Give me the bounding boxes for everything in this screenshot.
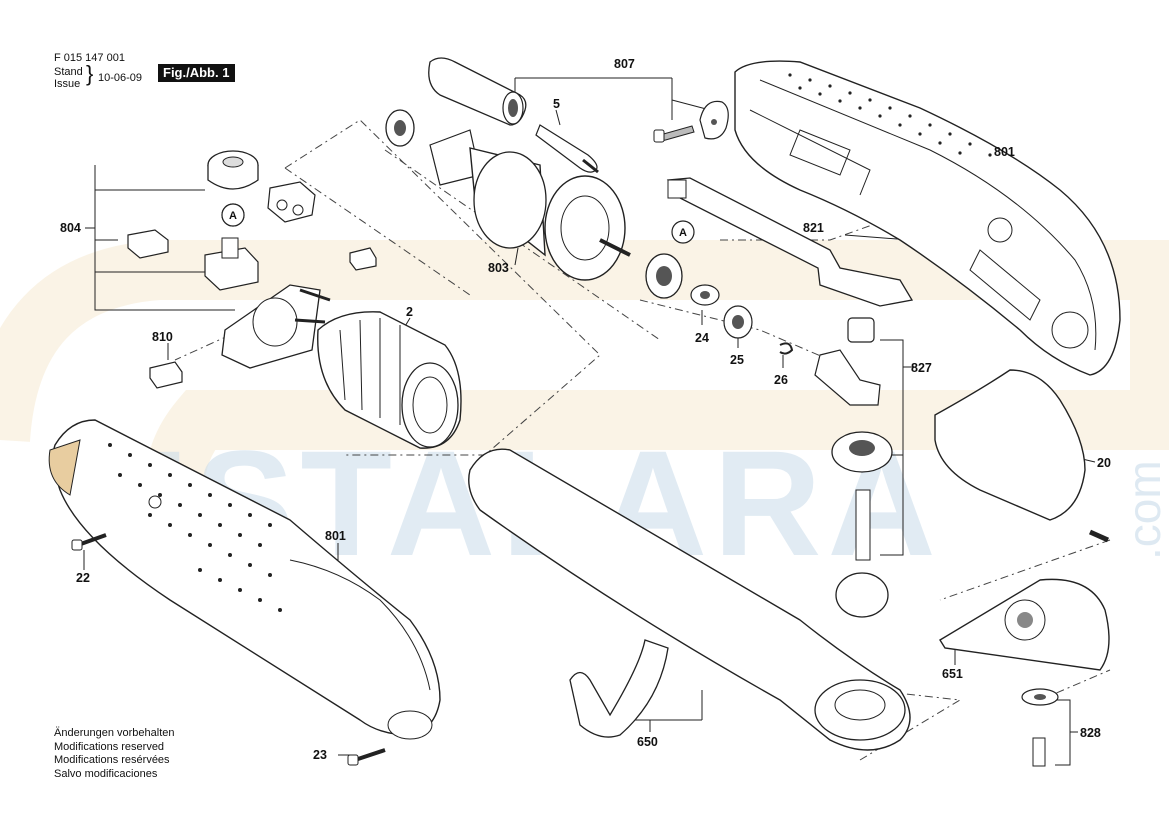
callout-803: 803: [488, 261, 509, 275]
part-828-screw: [1021, 688, 1059, 767]
issue-date: 10-06-09: [98, 72, 143, 84]
part-803-armature: [385, 109, 683, 299]
callout-827: 827: [911, 361, 932, 375]
note-english: Modifications reserved: [54, 740, 165, 753]
part-650-housing: [468, 448, 911, 751]
callout-20: 20: [1097, 456, 1111, 470]
issue-label: Issue: [54, 78, 81, 90]
part-2-stator: [317, 311, 462, 449]
part-801-top-housing: [734, 60, 1121, 376]
brace: }: [86, 61, 94, 86]
callout-22: 22: [76, 571, 90, 585]
note-spanish: Salvo modificaciones: [54, 767, 158, 780]
stand-label: Stand: [54, 66, 83, 78]
reference-circle-a1: [221, 203, 245, 227]
callout-2: 2: [406, 305, 413, 319]
callout-5: 5: [553, 97, 560, 111]
callout-804: 804: [60, 221, 81, 235]
callout-807: 807: [614, 57, 635, 71]
part-5-cable: [535, 124, 599, 174]
part-20-front-cap: [934, 369, 1110, 543]
note-german: Änderungen vorbehalten: [54, 727, 175, 739]
part-801-bottom-housing: [48, 419, 441, 740]
part-number: F 015 147 001: [54, 52, 125, 64]
reference-circle-a2: [671, 220, 695, 244]
part-821-lever: [666, 177, 914, 307]
watermark-suffix: .com: [1118, 460, 1169, 560]
callout-810: 810: [152, 330, 173, 344]
callout-25: 25: [730, 353, 744, 367]
reference-a1-label: A: [229, 210, 237, 222]
callout-23: 23: [313, 748, 327, 762]
note-french: Modifications resérvées: [54, 754, 170, 766]
part-651-sanding-pad: [939, 578, 1110, 671]
callout-650: 650: [637, 735, 658, 749]
part-827-spindle: [814, 317, 893, 618]
parts-24-25-26: [690, 284, 794, 355]
callout-651: 651: [942, 667, 963, 681]
reference-markers: A A: [221, 203, 695, 244]
reference-a2-label: A: [679, 227, 687, 239]
callout-828: 828: [1080, 726, 1101, 740]
callout-801-top: 801: [994, 145, 1015, 159]
callout-labels: 807 5 801 804 803 821 810 2 24 25 26 827…: [60, 57, 1111, 762]
figure-badge: Fig./Abb. 1: [158, 64, 236, 82]
callout-801-bottom: 801: [325, 529, 346, 543]
screws-22-23: [71, 533, 386, 766]
part-810-connector: [149, 247, 377, 389]
modification-notes: Änderungen vorbehalten Modifications res…: [54, 727, 174, 781]
part-807-group: [428, 57, 729, 143]
brush-holder: [221, 284, 331, 369]
callout-821: 821: [803, 221, 824, 235]
callout-24: 24: [695, 331, 709, 345]
callout-26: 26: [774, 373, 788, 387]
